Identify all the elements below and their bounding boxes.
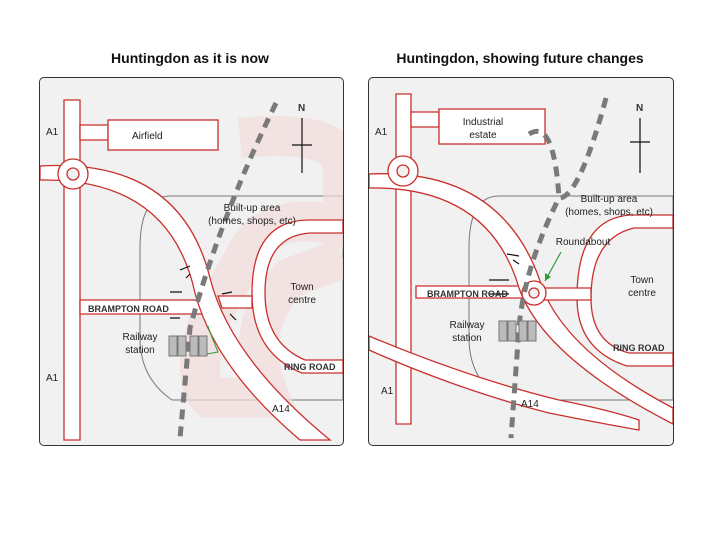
label-railway-2: station bbox=[125, 345, 154, 356]
label-a1-bottom: A1 bbox=[46, 373, 59, 384]
road-connector bbox=[543, 287, 592, 301]
industrial-estate bbox=[438, 108, 546, 145]
roundabout-pointer-head bbox=[545, 273, 551, 281]
railway-platform-1 bbox=[168, 335, 178, 357]
railway-line bbox=[177, 101, 279, 439]
label-a1-top: A1 bbox=[46, 127, 59, 138]
map-current: A1 A1 Airfield N Built-up area (homes, s… bbox=[39, 77, 344, 446]
road-a14 bbox=[369, 173, 673, 425]
railway-platform-4 bbox=[198, 335, 208, 357]
railway-platform-1 bbox=[498, 320, 508, 342]
map-title-current: Huntingdon as it is now bbox=[111, 50, 269, 66]
label-brampton: BRAMPTON ROAD bbox=[88, 304, 169, 314]
label-ring-road: RING ROAD bbox=[284, 362, 336, 372]
railway-spur bbox=[527, 128, 562, 199]
label-a1-bottom: A1 bbox=[381, 386, 394, 397]
watermark bbox=[180, 116, 343, 418]
label-town-2: centre bbox=[288, 295, 316, 306]
railway-platform-3 bbox=[518, 320, 528, 342]
railway-platform-3 bbox=[189, 335, 199, 357]
label-a14: A14 bbox=[272, 404, 290, 415]
label-railway-1: Railway bbox=[122, 332, 157, 343]
label-town-2: centre bbox=[628, 288, 656, 299]
railway-line bbox=[508, 97, 609, 439]
road-a14-new bbox=[369, 335, 640, 431]
label-roundabout: Roundabout bbox=[556, 237, 611, 248]
road-industrial-link bbox=[410, 111, 440, 128]
label-a14: A14 bbox=[521, 399, 539, 410]
label-builtup-2: (homes, shops, etc) bbox=[208, 216, 296, 227]
bridge-marks bbox=[489, 253, 520, 295]
label-town-1: Town bbox=[630, 275, 653, 286]
label-builtup-2: (homes, shops, etc) bbox=[565, 207, 653, 218]
map-current-canvas: A1 A1 Airfield N Built-up area (homes, s… bbox=[40, 99, 343, 441]
ring-road bbox=[251, 219, 343, 374]
roundabout-new-centre bbox=[528, 287, 540, 299]
road-a1 bbox=[395, 93, 412, 425]
label-industrial-1: Industrial bbox=[463, 117, 504, 128]
roundabout-a1-centre bbox=[396, 164, 410, 178]
airfield bbox=[107, 119, 219, 151]
ring-road bbox=[576, 214, 673, 367]
label-town-1: Town bbox=[290, 282, 313, 293]
road-airfield-link bbox=[79, 124, 109, 141]
roundabout-a1-centre bbox=[66, 167, 80, 181]
railway-platform-2 bbox=[507, 320, 517, 342]
road-connector bbox=[217, 295, 253, 309]
station-access-path bbox=[206, 325, 219, 355]
label-brampton: BRAMPTON ROAD bbox=[427, 289, 508, 299]
label-builtup-1: Built-up area bbox=[224, 203, 281, 214]
label-airfield: Airfield bbox=[132, 131, 163, 142]
label-railway-1: Railway bbox=[449, 320, 484, 331]
label-a1-top: A1 bbox=[375, 127, 388, 138]
road-a14 bbox=[40, 164, 332, 441]
railway-platform-2 bbox=[177, 335, 187, 357]
label-railway-2: station bbox=[452, 333, 481, 344]
label-north: N bbox=[636, 103, 643, 114]
label-north: N bbox=[298, 103, 305, 114]
railway-platform-4 bbox=[527, 320, 537, 342]
map-future: A1 A1 Industrial estate N Built-up area … bbox=[368, 77, 674, 446]
bridge-marks bbox=[170, 265, 237, 321]
label-builtup-1: Built-up area bbox=[581, 194, 638, 205]
map-future-canvas: A1 A1 Industrial estate N Built-up area … bbox=[369, 93, 673, 439]
map-title-future: Huntingdon, showing future changes bbox=[396, 50, 644, 66]
label-industrial-2: estate bbox=[469, 130, 497, 141]
label-ring-road: RING ROAD bbox=[613, 343, 665, 353]
road-a1 bbox=[63, 99, 81, 441]
